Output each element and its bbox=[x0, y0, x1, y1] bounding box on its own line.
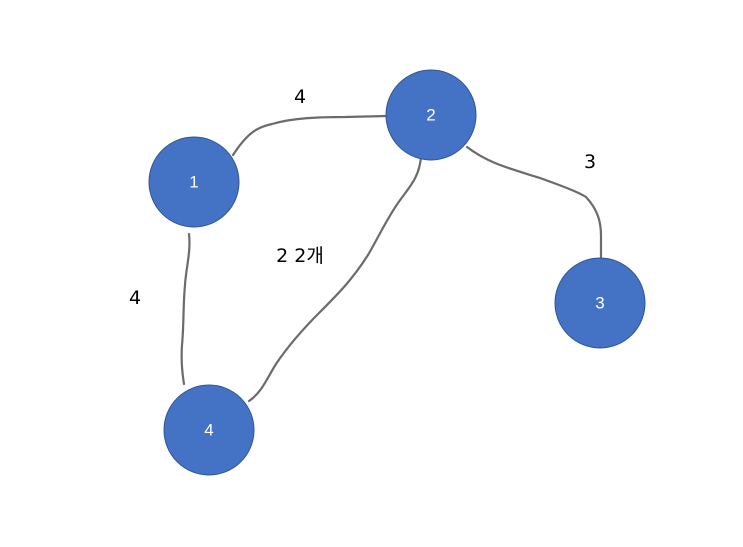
node-1: 1 bbox=[148, 136, 240, 228]
node-3-circle bbox=[554, 257, 646, 349]
edge-label-1-4: 4 bbox=[129, 287, 141, 309]
edge-2-3 bbox=[465, 145, 603, 259]
node-1-label: 1 bbox=[189, 173, 198, 192]
edge-1-4 bbox=[180, 232, 191, 386]
node-3: 3 bbox=[554, 257, 646, 349]
edge-label-2-3: 3 bbox=[584, 151, 596, 173]
edge-label-1-2: 4 bbox=[294, 86, 306, 108]
node-1-circle bbox=[148, 136, 240, 228]
node-2-circle bbox=[385, 69, 477, 161]
edge-1-2 bbox=[231, 114, 388, 157]
node-2: 2 bbox=[385, 69, 477, 161]
node-3-label: 3 bbox=[595, 294, 604, 313]
node-4-circle bbox=[163, 384, 255, 476]
node-2-label: 2 bbox=[426, 106, 435, 125]
node-4-label: 4 bbox=[204, 421, 213, 440]
edge-2-4 bbox=[247, 155, 423, 403]
edge-label-2-4: 2 2개 bbox=[276, 245, 324, 267]
node-4: 4 bbox=[163, 384, 255, 476]
